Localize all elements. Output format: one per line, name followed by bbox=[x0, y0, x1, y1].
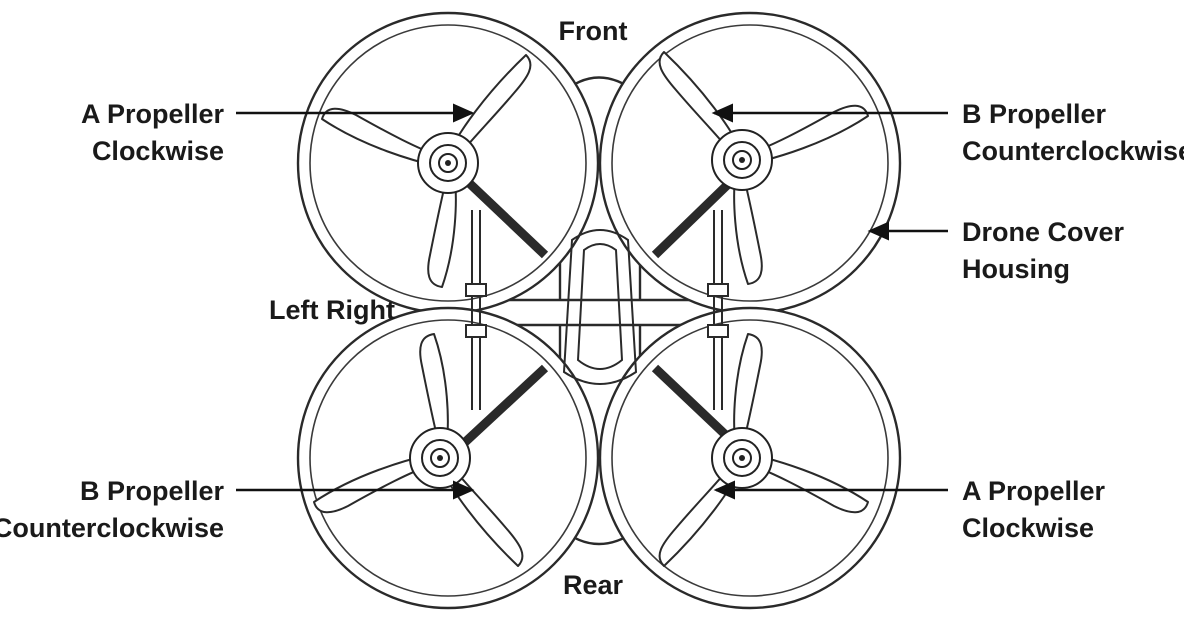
prop-guard-front-left-inner bbox=[309, 24, 587, 302]
label-top-left-line1: A Propeller bbox=[81, 99, 225, 129]
label-bottom-right-line1: A Propeller bbox=[962, 476, 1106, 506]
label-top-left-line2: Clockwise bbox=[92, 136, 224, 166]
label-left-right: Left Right bbox=[269, 295, 395, 325]
label-bottom-right-line2: Clockwise bbox=[962, 513, 1094, 543]
fuselage bbox=[562, 229, 638, 385]
prop-guard-front-right-inner bbox=[611, 24, 889, 302]
label-top-right-line2: Counterclockwise bbox=[962, 136, 1184, 166]
label-bottom-left-line2: Counterclockwise bbox=[0, 513, 224, 543]
prop-guard-rear-left-inner bbox=[309, 319, 587, 597]
label-front: Front bbox=[559, 16, 628, 46]
label-bottom-left-line1: B Propeller bbox=[80, 476, 225, 506]
label-housing-line1: Drone Cover bbox=[962, 217, 1125, 247]
label-housing-line2: Housing bbox=[962, 254, 1070, 284]
prop-guard-rear-right-inner bbox=[611, 319, 889, 597]
label-top-right-line1: B Propeller bbox=[962, 99, 1107, 129]
label-rear: Rear bbox=[563, 570, 624, 600]
